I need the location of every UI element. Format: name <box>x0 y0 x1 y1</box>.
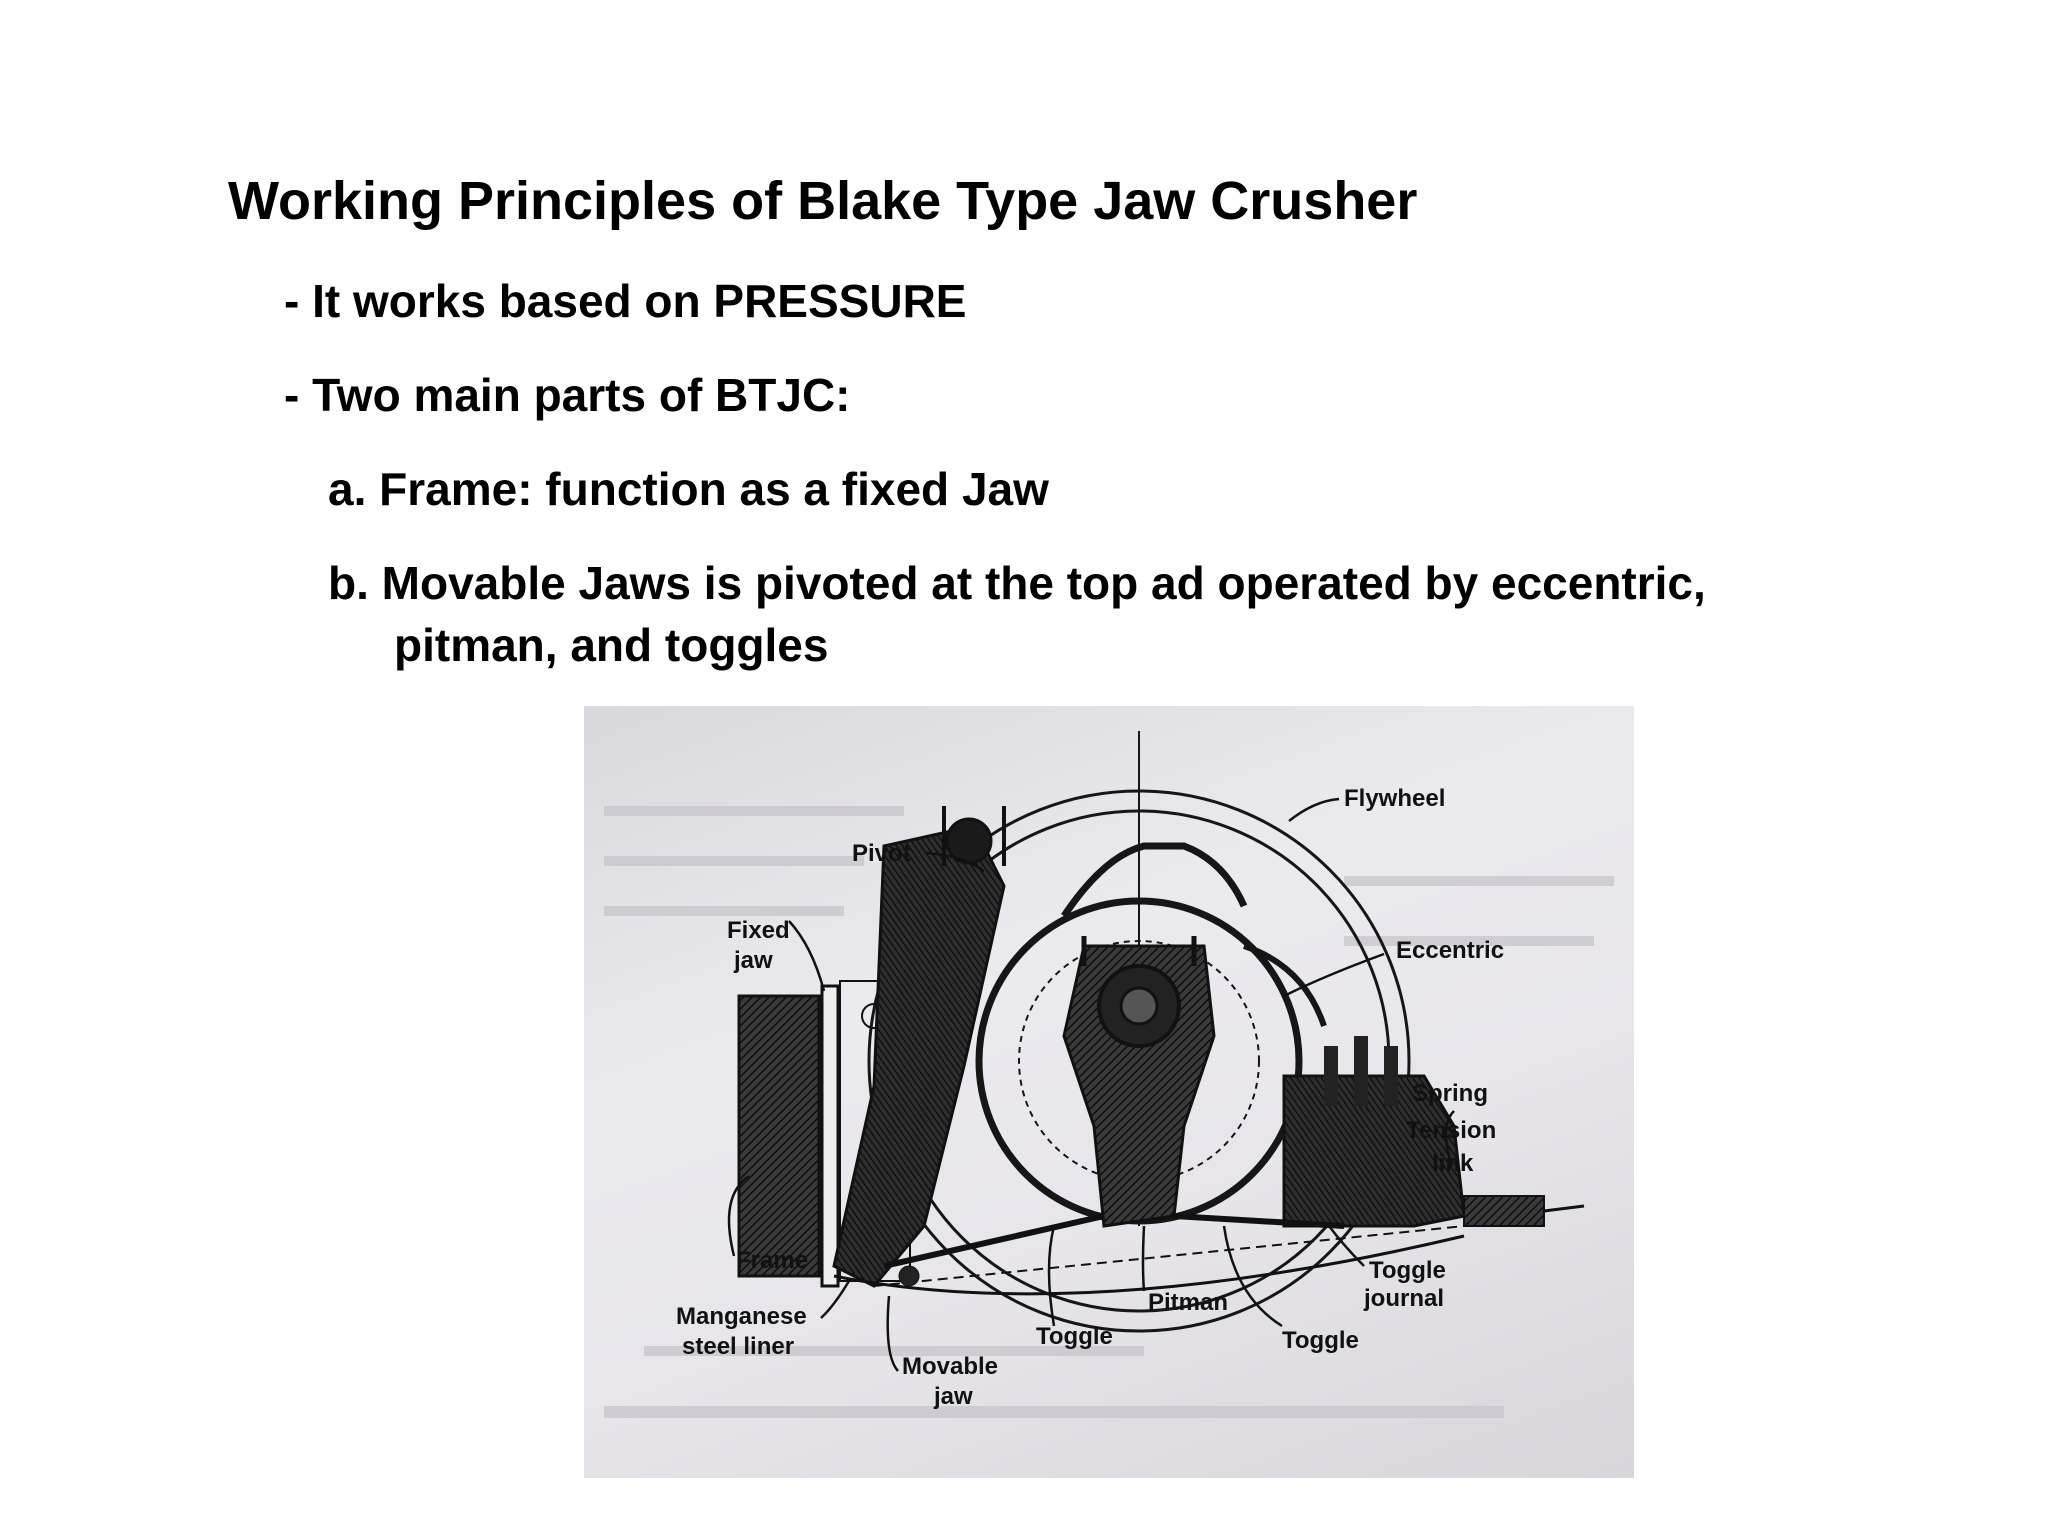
toggle-links <box>833 1213 1465 1296</box>
label-pitman: Pitman <box>1148 1289 1228 1316</box>
label-movable-2: jaw <box>933 1383 973 1410</box>
label-flywheel: Flywheel <box>1344 785 1445 812</box>
subpoint-frame: a. Frame: function as a fixed Jaw <box>328 463 1049 515</box>
label-movable-1: Movable <box>902 1353 998 1380</box>
label-pivot: Pivot <box>852 840 911 867</box>
slide-title: Working Principles of Blake Type Jaw Cru… <box>228 171 1418 231</box>
right-frame-shape <box>1282 1036 1585 1228</box>
pitman-shape <box>1062 936 1216 1228</box>
subpoint-movable-jaws-continued: pitman, and toggles <box>394 619 829 671</box>
label-toggle-right: Toggle <box>1282 1327 1359 1354</box>
label-toggle-journal-2: journal <box>1363 1285 1444 1312</box>
label-manganese: Manganese <box>676 1303 807 1330</box>
label-eccentric: Eccentric <box>1396 937 1504 964</box>
label-fixed-jaw-1: Fixed <box>727 917 790 944</box>
label-spring: Spring <box>1412 1080 1488 1107</box>
label-tension: Tension <box>1406 1117 1496 1144</box>
movable-jaw-shape <box>832 806 1006 1288</box>
subpoint-movable-jaws: b. Movable Jaws is pivoted at the top ad… <box>328 557 1706 609</box>
label-steel-liner: steel liner <box>682 1333 794 1360</box>
bullet-main-parts: - Two main parts of BTJC: <box>284 369 851 421</box>
bullet-pressure: - It works based on PRESSURE <box>284 275 967 327</box>
label-frame: Frame <box>736 1247 808 1274</box>
jaw-crusher-drawing: Pivot Flywheel Fixed jaw Eccentric Sprin… <box>604 731 1614 1418</box>
label-toggle-journal-1: Toggle <box>1369 1257 1446 1284</box>
label-link: link <box>1432 1150 1474 1177</box>
jaw-crusher-diagram-photo: Pivot Flywheel Fixed jaw Eccentric Sprin… <box>584 706 1634 1478</box>
label-fixed-jaw-2: jaw <box>733 947 773 974</box>
label-toggle-left: Toggle <box>1036 1323 1113 1350</box>
